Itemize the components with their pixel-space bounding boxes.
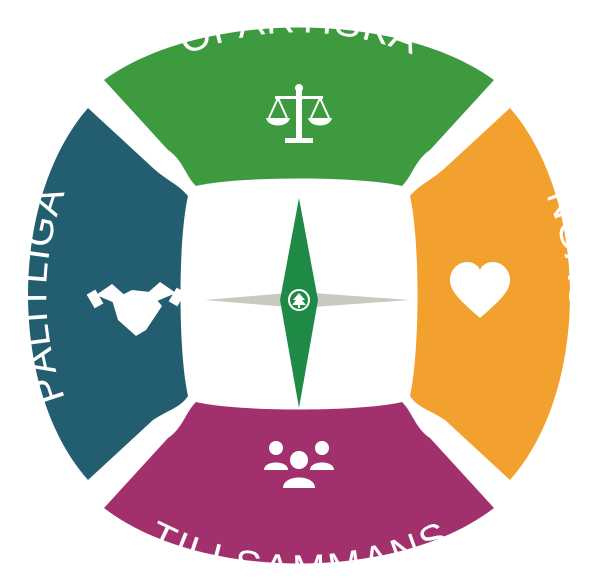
segment-bottom: TILLSAMMANS xyxy=(104,402,494,588)
segment-top: OPARTISKA xyxy=(104,0,494,186)
center-compass xyxy=(205,198,410,408)
handshake-icon xyxy=(86,282,186,336)
segment-left: PÅLITLIGA xyxy=(11,108,188,480)
tree-logo-icon xyxy=(288,289,310,311)
heart-icon xyxy=(450,262,510,318)
scales-icon xyxy=(266,84,332,143)
people-group-icon xyxy=(264,441,334,488)
